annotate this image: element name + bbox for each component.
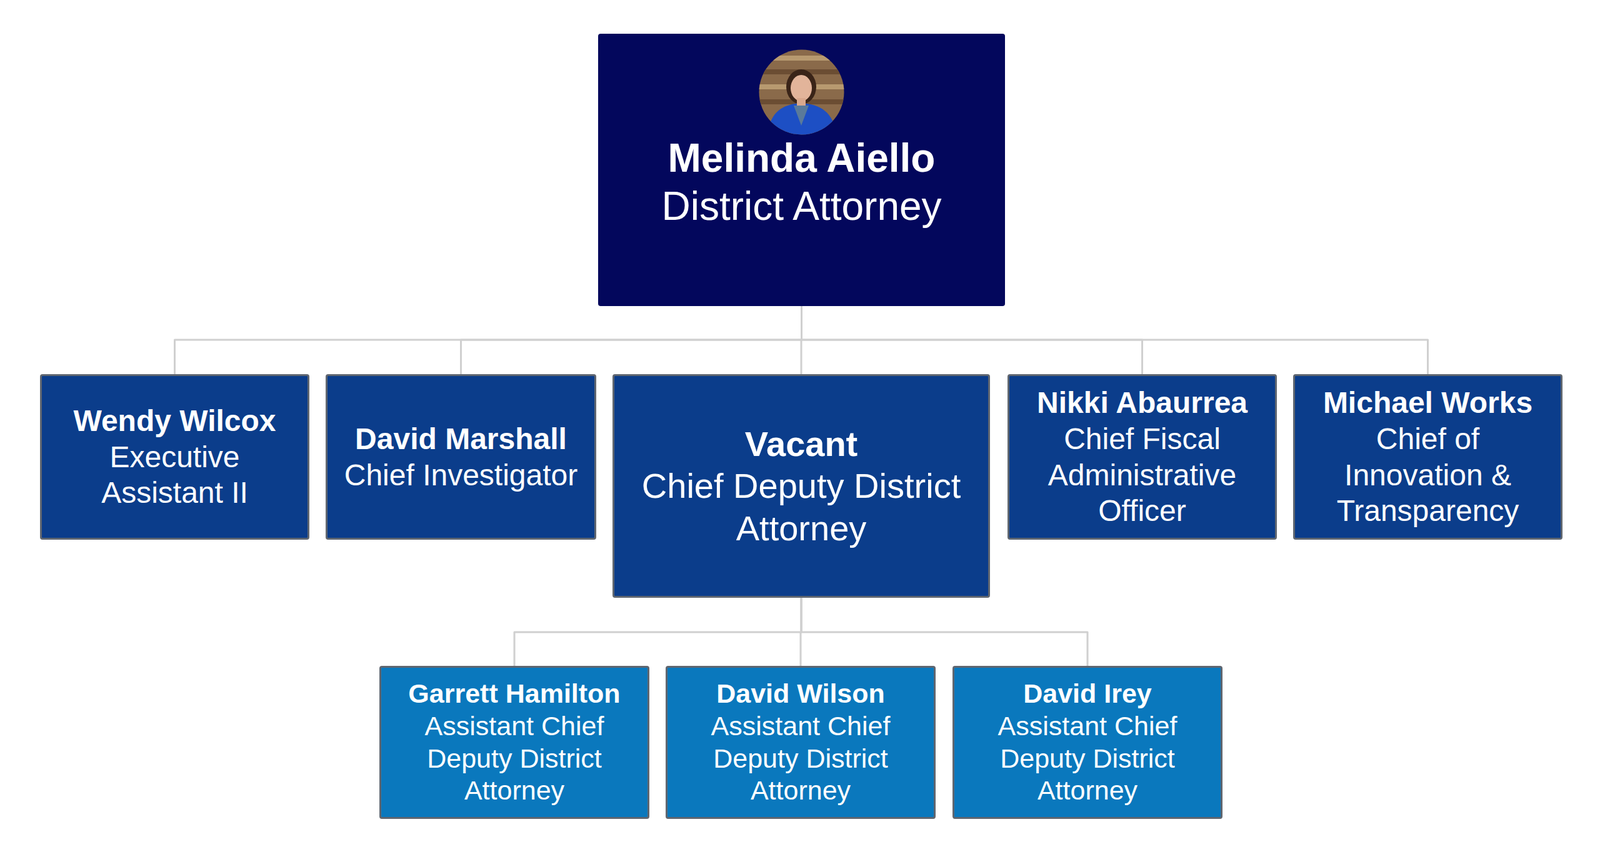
org-connector: [801, 598, 1088, 667]
person-name: Michael Works: [1323, 385, 1533, 422]
org-box: Wendy WilcoxExecutive Assistant II: [40, 374, 310, 540]
job-title: Assistant Chief Deputy District Attorney: [682, 710, 919, 808]
org-box: David WilsonAssistant Chief Deputy Distr…: [665, 666, 936, 820]
org-connector: [801, 306, 1429, 375]
person-name: Nikki Abaurrea: [1036, 385, 1248, 422]
person-name: Wendy Wilcox: [73, 403, 276, 440]
job-title: Executive Assistant II: [56, 439, 293, 512]
org-box: Michael WorksChief of Innovation & Trans…: [1293, 374, 1563, 540]
job-title: District Attorney: [661, 182, 942, 231]
org-box: Nikki AbaurreaChief Fiscal Administrativ…: [1007, 374, 1277, 540]
org-connector: [461, 306, 802, 375]
person-name: David Marshall: [355, 421, 567, 458]
job-title: Chief Investigator: [344, 457, 579, 494]
person-name: Garrett Hamilton: [408, 678, 620, 711]
org-box: Garrett HamiltonAssistant Chief Deputy D…: [379, 666, 650, 820]
person-name: Vacant: [745, 423, 859, 465]
org-box: VacantChief Deputy District Attorney: [612, 374, 990, 599]
person-name: David Wilson: [716, 678, 885, 711]
person-name: David Irey: [1023, 678, 1152, 711]
org-box: David IreyAssistant Chief Deputy Distric…: [952, 666, 1223, 820]
job-title: Assistant Chief Deputy District Attorney: [969, 710, 1206, 808]
job-title: Chief Fiscal Administrative Officer: [1024, 421, 1260, 530]
job-title: Assistant Chief Deputy District Attorney: [396, 710, 633, 808]
portrait-photo: [758, 49, 845, 135]
org-connector: [514, 598, 802, 667]
org-box: David MarshallChief Investigator: [325, 374, 597, 540]
person-name: Melinda Aiello: [668, 134, 936, 183]
job-title: Chief Deputy District Attorney: [626, 465, 976, 549]
job-title: Chief of Innovation & Transparency: [1310, 421, 1546, 530]
org-connector: [175, 306, 802, 375]
